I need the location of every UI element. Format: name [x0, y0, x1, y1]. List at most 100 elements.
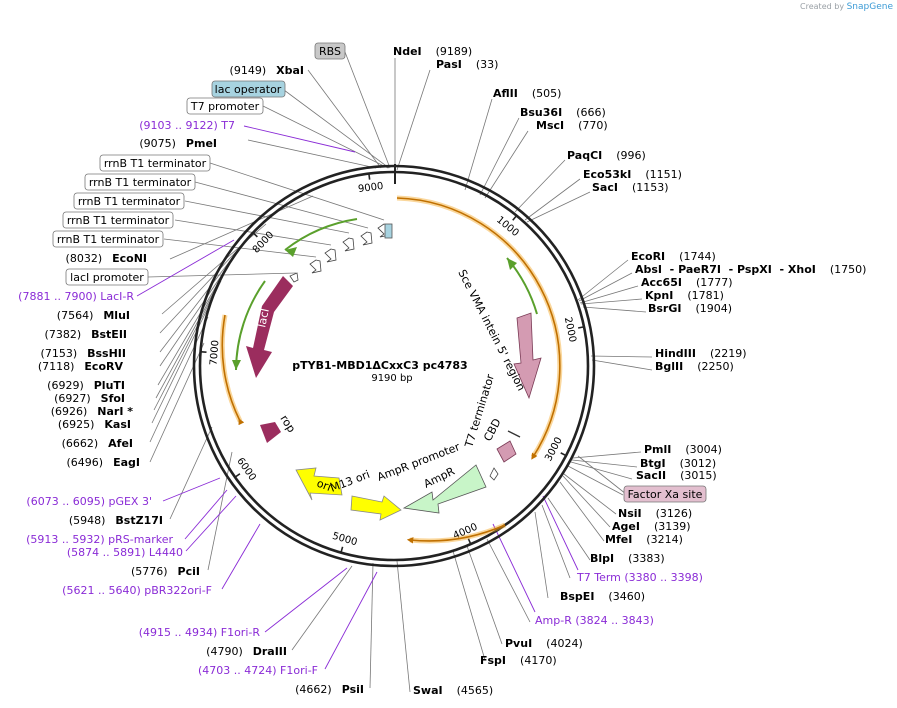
enzymes-right: NdeI(9189) PasI(33) AflII(505) Bsu36I(66…: [393, 45, 866, 697]
primer-laci-r: (7881 .. 7900) LacI-R: [18, 290, 134, 303]
svg-text:lac operator: lac operator: [215, 83, 282, 96]
svg-text:Factor Xa site: Factor Xa site: [628, 488, 703, 501]
plasmid-size: 9190 bp: [371, 373, 412, 384]
tick-mark: [339, 546, 344, 554]
primer-f1ori-r: (4915 .. 4934) F1ori-R: [139, 626, 261, 639]
tick-mark: [577, 325, 586, 329]
enzyme-right: PasI(33): [436, 58, 498, 71]
tick-label: 7000: [209, 340, 222, 366]
tick-label: 2000: [562, 316, 578, 343]
enzyme-left: (5948)BstZ17I: [69, 514, 163, 527]
enzyme-left: (9075)PmeI: [139, 137, 217, 150]
enzyme-right: KpnI(1781): [645, 289, 724, 302]
feature-box-t7-promoter: T7 promoter: [186, 97, 264, 115]
rop-arrow: [260, 422, 281, 443]
enzyme-right: HindIII(2219): [655, 347, 747, 360]
enzymes-left: (9149)XbaI (9075)PmeI (8032)EcoNI (7564)…: [38, 64, 364, 696]
enzyme-right: AgeI(3139): [612, 520, 691, 533]
svg-text:lacI promoter: lacI promoter: [70, 271, 144, 284]
enzyme-right: Eco53kI(1151): [583, 168, 682, 181]
svg-text:rrnB T1 terminator: rrnB T1 terminator: [78, 195, 181, 208]
enzyme-right: BspEI(3460): [560, 590, 645, 603]
primer-connectors: [136, 125, 579, 670]
cbd-label: CBD: [481, 416, 504, 443]
enzyme-left: (6926)NarI *: [51, 405, 134, 418]
cbd-arrow: [496, 440, 517, 463]
intein-arrow: [513, 312, 542, 400]
lac-operator-mark: [384, 223, 393, 239]
enzyme-right: Bsu36I(666): [520, 106, 606, 119]
feature-box-rbs: RBS: [314, 42, 346, 60]
enzyme-left: (6496)EagI: [67, 456, 140, 469]
svg-text:rrnB T1 terminator: rrnB T1 terminator: [57, 233, 160, 246]
primer-pbr322ori-f: (5621 .. 5640) pBR322ori-F: [62, 584, 212, 597]
tick-mark: [512, 214, 518, 221]
svg-text:rrnB T1 terminator: rrnB T1 terminator: [67, 214, 170, 227]
ori-label: ori: [315, 477, 333, 494]
tick-mark: [251, 231, 258, 238]
ampr-arrow: [402, 464, 487, 514]
m13-ori-label: M13 ori: [328, 468, 371, 495]
enzyme-right: BglII(2250): [655, 360, 734, 373]
svg-text:T7 promoter: T7 promoter: [190, 100, 260, 113]
primer-amp-r: Amp-R (3824 .. 3843): [535, 614, 654, 627]
enzyme-right: SacII(3015): [636, 469, 717, 482]
enzyme-left: (7153)BssHII: [41, 347, 126, 360]
primer-l4440: (5874 .. 5891) L4440: [67, 546, 183, 559]
feature-boxes: RBS lac operator T7 promoter rrnB T1 ter…: [52, 42, 707, 503]
enzyme-right: AflII(505): [493, 87, 561, 100]
tick-label: 9000: [357, 181, 384, 195]
primer-pgex3: (6073 .. 6095) pGEX 3': [26, 495, 152, 508]
tick-mark: [467, 538, 472, 546]
enzyme-right: BlpI(3383): [590, 552, 665, 565]
enzyme-right: PvuI(4024): [505, 637, 583, 650]
enzyme-right: EcoRI(1744): [631, 250, 716, 263]
terminator-glyphs: [289, 223, 499, 481]
svg-text:rrnB T1 terminator: rrnB T1 terminator: [104, 157, 207, 170]
tick-mark: [367, 172, 371, 180]
tick-mark: [199, 350, 207, 353]
primer-t7-term: T7 Term (3380 .. 3398): [576, 571, 703, 584]
snapgene-credit: Created by SnapGene: [800, 2, 893, 12]
svg-text:RBS: RBS: [319, 45, 341, 58]
intein-label: Sce VMA intein 5' region: [455, 267, 528, 393]
primer-labels: (9103 .. 9122) T7 (7881 .. 7900) LacI-R …: [18, 119, 703, 677]
enzyme-right: NsiI(3126): [618, 507, 692, 520]
enzyme-left: (7382)BstEII: [45, 328, 127, 341]
primer-t7: (9103 .. 9122) T7: [139, 119, 235, 132]
enzyme-right: MfeI(3214): [605, 533, 683, 546]
enzyme-right: FspI(4170): [480, 654, 557, 667]
enzyme-right: PaqCI(996): [567, 149, 646, 162]
green-arrowheads: [232, 247, 517, 370]
enzyme-right: NdeI(9189): [393, 45, 472, 58]
enzyme-left: (5776)PciI: [131, 565, 200, 578]
orf-arrows: [221, 197, 561, 544]
enzyme-right: PmlI(3004): [644, 443, 722, 456]
enzyme-left: (9149)XbaI: [230, 64, 304, 77]
svg-text:rrnB T1 terminator: rrnB T1 terminator: [89, 176, 192, 189]
enzyme-left: (6929)PluTI: [47, 379, 125, 392]
enzyme-right: SwaI(4565): [413, 684, 493, 697]
feature-box-laci-promoter: lacI promoter: [65, 268, 149, 286]
m13-ori-arrow: [350, 495, 402, 521]
enzyme-right: Acc65I(1777): [641, 276, 733, 289]
feature-box-rrnb-4: rrnB T1 terminator: [62, 211, 174, 229]
enzyme-right: MscI(770): [536, 119, 608, 132]
enzyme-right: BtgI(3012): [640, 457, 716, 470]
tick-mark: [233, 473, 241, 479]
plasmid-name: pTYB1-MBD1ΔCxxC3 pc4783: [292, 359, 467, 372]
enzyme-left: (6925)KasI: [58, 418, 131, 431]
tick-label: 3000: [543, 436, 565, 464]
laci-arrow: [246, 276, 293, 378]
feature-box-lac-operator: lac operator: [211, 80, 286, 98]
enzyme-right: BsrGI(1904): [648, 302, 732, 315]
credit-prefix: Created by: [800, 2, 845, 11]
enzyme-left: (6927)SfoI: [54, 392, 125, 405]
enzyme-right: AbsI - PaeR7I - PspXI - XhoI(1750): [635, 263, 866, 276]
feature-box-factor-xa: Factor Xa site: [623, 485, 707, 503]
enzyme-left: (8032)EcoNI: [66, 252, 147, 265]
snapgene-brand: SnapGene: [846, 2, 893, 12]
tick-mark: [560, 452, 568, 457]
enzyme-left: (4662)PsiI: [295, 683, 364, 696]
